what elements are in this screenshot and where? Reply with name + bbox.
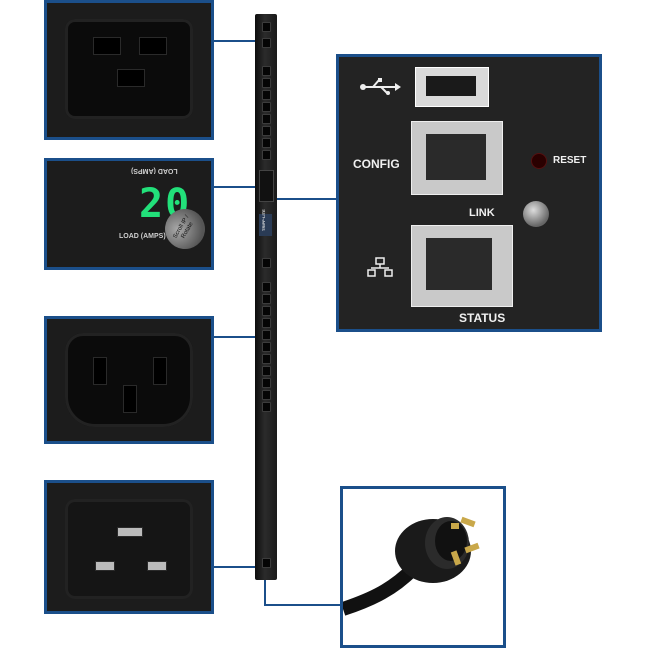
c19-outlet-panel: [44, 0, 214, 140]
c20-inlet-panel: [44, 480, 214, 614]
display-top-label: LOAD (AMPS): [131, 167, 178, 174]
pdu-outlet: [262, 138, 271, 148]
pdu-outlet: [262, 378, 271, 388]
connector-line-c13: [212, 336, 260, 338]
pdu-outlet: [262, 126, 271, 136]
connector-line-c20: [212, 566, 260, 568]
pdu-strip: TRIPP·LITE: [255, 14, 277, 580]
pdu-brand-text: TRIPP·LITE: [261, 209, 266, 231]
status-port-inner: [426, 238, 492, 290]
reset-button[interactable]: [523, 201, 549, 227]
reset-label: RESET: [553, 155, 587, 166]
pdu-outlet: [262, 38, 271, 48]
c13-outlet-face: [65, 333, 193, 427]
twist-lock-plug-image: [343, 516, 480, 616]
pdu-outlet: [262, 330, 271, 340]
usb-port[interactable]: [415, 67, 489, 107]
inlet-pin: [95, 561, 115, 571]
config-port-inner: [426, 134, 486, 180]
outlet-slot: [123, 385, 137, 413]
link-label: LINK: [469, 207, 495, 219]
pdu-outlet: [262, 66, 271, 76]
config-ethernet-port[interactable]: [411, 121, 503, 195]
scroll-button-label: Scroll IP / Rotate: [172, 214, 195, 240]
pdu-outlet: [262, 558, 271, 568]
network-icon: [367, 257, 393, 277]
config-label: CONFIG: [353, 157, 400, 171]
pdu-outlet: [262, 366, 271, 376]
usb-icon: [360, 78, 401, 95]
inlet-pin: [147, 561, 167, 571]
pdu-outlet: [262, 78, 271, 88]
outlet-slot: [153, 357, 167, 385]
c13-outlet-panel: [44, 316, 214, 444]
status-label: STATUS: [459, 311, 506, 325]
inlet-pin: [117, 527, 143, 537]
plug-panel: [340, 486, 506, 648]
pdu-outlet: [262, 282, 271, 292]
connector-line-plug-h: [264, 604, 342, 606]
reset-led: [531, 153, 547, 169]
connector-line-network: [276, 198, 338, 200]
load-display-panel: LOAD (AMPS) 20 LOAD (AMPS) Scroll IP / R…: [44, 158, 214, 270]
outlet-slot: [93, 37, 121, 55]
pdu-brand-label: TRIPP·LITE: [259, 209, 272, 236]
display-bottom-label: LOAD (AMPS): [119, 233, 166, 240]
pdu-outlet: [262, 22, 271, 32]
pdu-outlet: [262, 354, 271, 364]
network-module-panel: CONFIG RESET LINK STATUS: [336, 54, 602, 332]
pdu-outlet: [262, 294, 271, 304]
outlet-slot: [93, 357, 107, 385]
pdu-outlet: [262, 342, 271, 352]
pdu-outlet: [262, 90, 271, 100]
pdu-outlet: [262, 306, 271, 316]
pdu-outlet: [262, 102, 271, 112]
c20-inlet-face: [65, 499, 193, 599]
pdu-outlet: [262, 114, 271, 124]
pdu-outlet: [262, 258, 271, 268]
status-ethernet-port[interactable]: [411, 225, 513, 307]
pdu-display-module: [259, 170, 274, 202]
outlet-slot: [117, 69, 145, 87]
outlet-slot: [139, 37, 167, 55]
c19-outlet-face: [65, 19, 193, 119]
pdu-outlet: [262, 150, 271, 160]
connector-line-plug-v: [264, 580, 266, 606]
connector-line-display: [212, 186, 260, 188]
usb-port-inner: [426, 76, 476, 96]
pdu-outlet: [262, 318, 271, 328]
connector-line-c19: [212, 40, 260, 42]
pdu-outlet: [262, 390, 271, 400]
pdu-outlet: [262, 402, 271, 412]
